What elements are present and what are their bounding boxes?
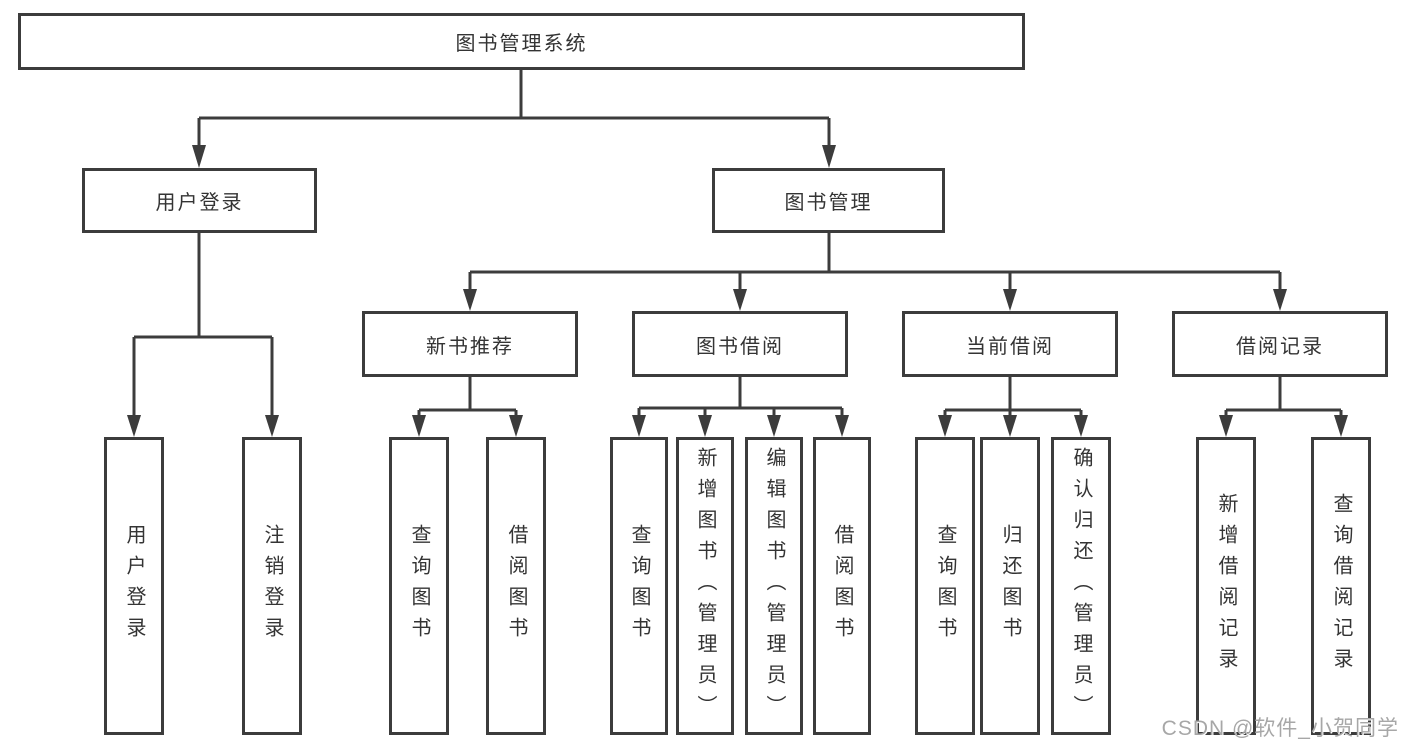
node-label: 图书管理 (784, 192, 873, 214)
node-leaf-query-books-current: 查询图书 (915, 437, 975, 735)
node-user-login: 用户登录 (82, 168, 317, 233)
node-label: 当前借阅 (966, 335, 1054, 358)
node-label: 确认归还（管理员） (1070, 446, 1092, 726)
node-leaf-add-borrow-record: 新增借阅记录 (1196, 437, 1256, 735)
csdn-watermark: CSDN @软件_小贺同学 (1161, 717, 1399, 740)
node-label: 借阅记录 (1236, 335, 1324, 358)
node-leaf-edit-books-admin: 编辑图书（管理员） (745, 437, 803, 735)
node-label: 新增借阅记录 (1215, 493, 1237, 679)
node-label: 查询图书 (408, 524, 430, 648)
node-label: 查询借阅记录 (1330, 493, 1352, 679)
node-label: 查询图书 (628, 524, 650, 648)
node-label: 图书管理系统 (455, 33, 588, 55)
node-current-borrowing: 当前借阅 (902, 311, 1118, 377)
node-label: 借阅图书 (505, 524, 527, 648)
node-label: 用户登录 (155, 192, 244, 214)
node-leaf-borrow-books-recommend: 借阅图书 (486, 437, 546, 735)
node-label: 图书借阅 (696, 335, 784, 358)
node-leaf-logout: 注销登录 (242, 437, 302, 735)
node-label: 查询图书 (934, 524, 956, 648)
node-borrowing-records: 借阅记录 (1172, 311, 1388, 377)
node-label: 注销登录 (261, 524, 283, 648)
node-leaf-user-login: 用户登录 (104, 437, 164, 735)
node-new-book-recommendation: 新书推荐 (362, 311, 578, 377)
node-leaf-return-books: 归还图书 (980, 437, 1040, 735)
node-leaf-query-books-recommend: 查询图书 (389, 437, 449, 735)
node-leaf-confirm-return-admin: 确认归还（管理员） (1051, 437, 1111, 735)
node-leaf-add-books-admin: 新增图书（管理员） (676, 437, 734, 735)
node-library-management-system: 图书管理系统 (18, 13, 1025, 70)
node-label: 借阅图书 (831, 524, 853, 648)
node-label: 归还图书 (999, 524, 1021, 648)
node-book-borrowing: 图书借阅 (632, 311, 848, 377)
node-label: 新书推荐 (426, 335, 514, 358)
node-book-management: 图书管理 (712, 168, 945, 233)
node-label: 编辑图书（管理员） (763, 446, 785, 726)
node-leaf-query-borrow-record: 查询借阅记录 (1311, 437, 1371, 735)
node-label: 新增图书（管理员） (694, 446, 716, 726)
node-leaf-borrow-books: 借阅图书 (813, 437, 871, 735)
node-leaf-query-books-borrowing: 查询图书 (610, 437, 668, 735)
node-label: 用户登录 (123, 524, 145, 648)
